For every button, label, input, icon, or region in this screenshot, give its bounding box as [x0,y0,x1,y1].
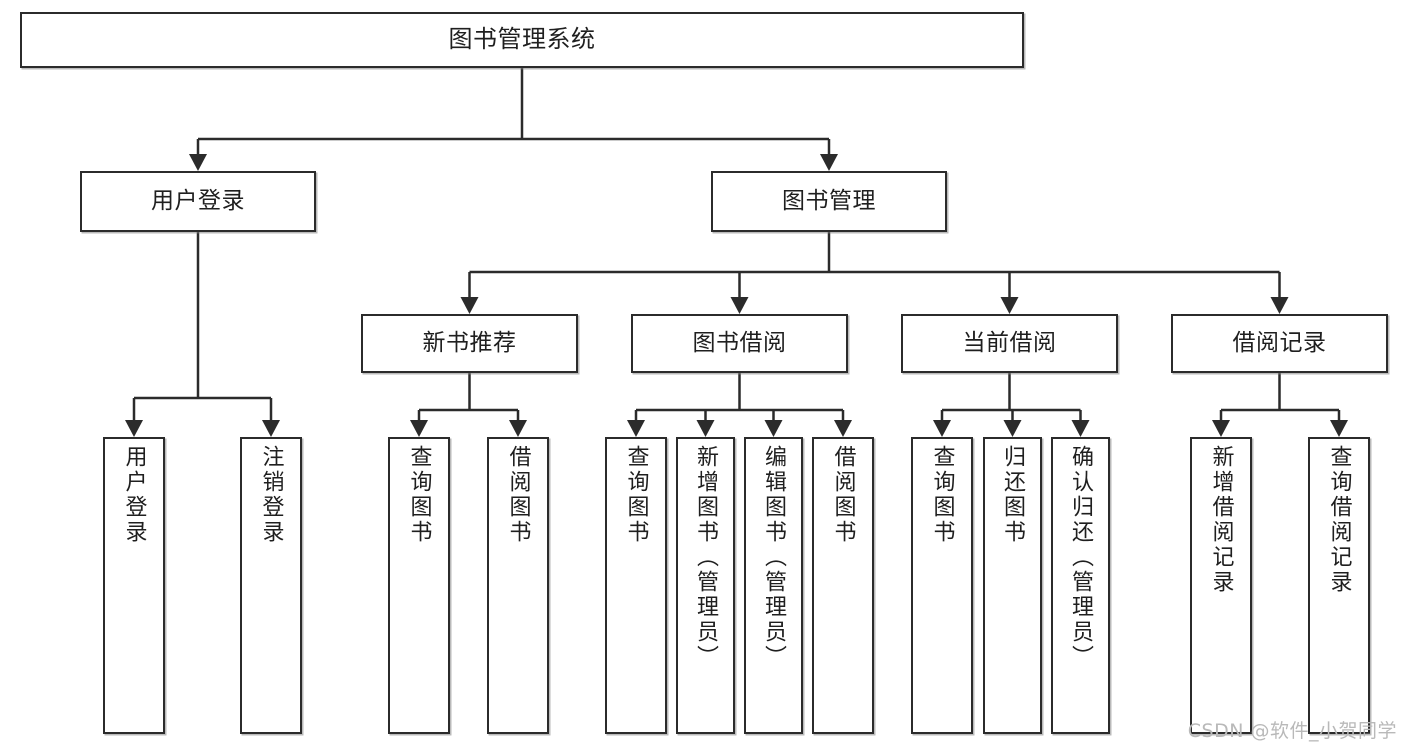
node-label-book-borrow: 图书借阅 [692,330,787,357]
node-label-leaf-query-record: 查询借阅记录 [1326,445,1352,595]
arrow-head-user-login [189,154,207,171]
node-label-leaf-add-book: 新增图书（管理员） [693,445,719,670]
arrow-head-leaf-confirm-return [1071,420,1090,437]
arrow-head-leaf-user-login [125,420,143,437]
node-label-borrow-record: 借阅记录 [1232,330,1327,357]
arrow-head-leaf-query-book-1 [410,420,428,437]
node-label-leaf-user-login: 用户登录 [121,445,147,545]
arrow-head-leaf-logout [262,420,280,437]
node-label-leaf-return-book: 归还图书 [1000,445,1026,545]
arrow-head-borrow-record [1270,297,1289,314]
node-new-book-recommend[interactable]: 新书推荐 [361,314,578,373]
node-leaf-return-book[interactable]: 归还图书 [983,437,1042,734]
node-label-current-borrow: 当前借阅 [962,330,1057,357]
node-user-login[interactable]: 用户登录 [80,171,316,232]
node-leaf-query-book-1[interactable]: 查询图书 [388,437,450,734]
node-leaf-user-login[interactable]: 用户登录 [103,437,165,734]
node-leaf-borrow-book-2[interactable]: 借阅图书 [812,437,874,734]
node-label-user-login: 用户登录 [151,188,245,215]
node-label-leaf-borrow-book-1: 借阅图书 [505,445,531,545]
arrow-head-leaf-edit-book [764,420,783,437]
node-current-borrow[interactable]: 当前借阅 [901,314,1118,373]
node-label-leaf-borrow-book-2: 借阅图书 [830,445,856,545]
watermark-label: CSDN @软件_小贺同学 [1187,720,1397,742]
node-root[interactable]: 图书管理系统 [20,12,1024,68]
node-leaf-query-book-2[interactable]: 查询图书 [605,437,667,734]
arrow-head-leaf-borrow-book-2 [834,420,852,437]
arrow-head-leaf-add-record [1212,420,1230,437]
node-label-leaf-add-record: 新增借阅记录 [1208,445,1234,595]
node-leaf-confirm-return[interactable]: 确认归还（管理员） [1051,437,1110,734]
arrow-head-current-borrow [1000,297,1019,314]
node-label-leaf-logout: 注销登录 [258,445,284,545]
arrow-head-leaf-borrow-book-1 [509,420,527,437]
node-label-root: 图书管理系统 [448,25,596,54]
node-borrow-record[interactable]: 借阅记录 [1171,314,1388,373]
node-label-book-manage: 图书管理 [782,188,876,215]
node-label-leaf-confirm-return: 确认归还（管理员） [1068,445,1094,670]
node-label-leaf-edit-book: 编辑图书（管理员） [761,445,787,670]
arrow-head-leaf-query-record [1330,420,1348,437]
node-book-borrow[interactable]: 图书借阅 [631,314,848,373]
node-book-manage[interactable]: 图书管理 [711,171,947,232]
arrow-head-leaf-query-book-2 [627,420,645,437]
arrow-head-book-manage [820,154,838,171]
node-label-leaf-query-book-2: 查询图书 [623,445,649,545]
node-leaf-query-book-3[interactable]: 查询图书 [911,437,973,734]
arrow-head-leaf-return-book [1003,420,1022,437]
arrow-head-new-book-recommend [460,297,479,314]
node-label-leaf-query-book-1: 查询图书 [406,445,432,545]
arrow-head-leaf-add-book [696,420,715,437]
node-leaf-borrow-book-1[interactable]: 借阅图书 [487,437,549,734]
node-leaf-add-book[interactable]: 新增图书（管理员） [676,437,735,734]
node-leaf-logout[interactable]: 注销登录 [240,437,302,734]
node-label-leaf-query-book-3: 查询图书 [929,445,955,545]
node-leaf-edit-book[interactable]: 编辑图书（管理员） [744,437,803,734]
arrow-head-book-borrow [730,297,749,314]
node-leaf-query-record[interactable]: 查询借阅记录 [1308,437,1370,734]
node-leaf-add-record[interactable]: 新增借阅记录 [1190,437,1252,734]
node-label-new-book-recommend: 新书推荐 [422,330,517,357]
arrow-head-leaf-query-book-3 [933,420,951,437]
